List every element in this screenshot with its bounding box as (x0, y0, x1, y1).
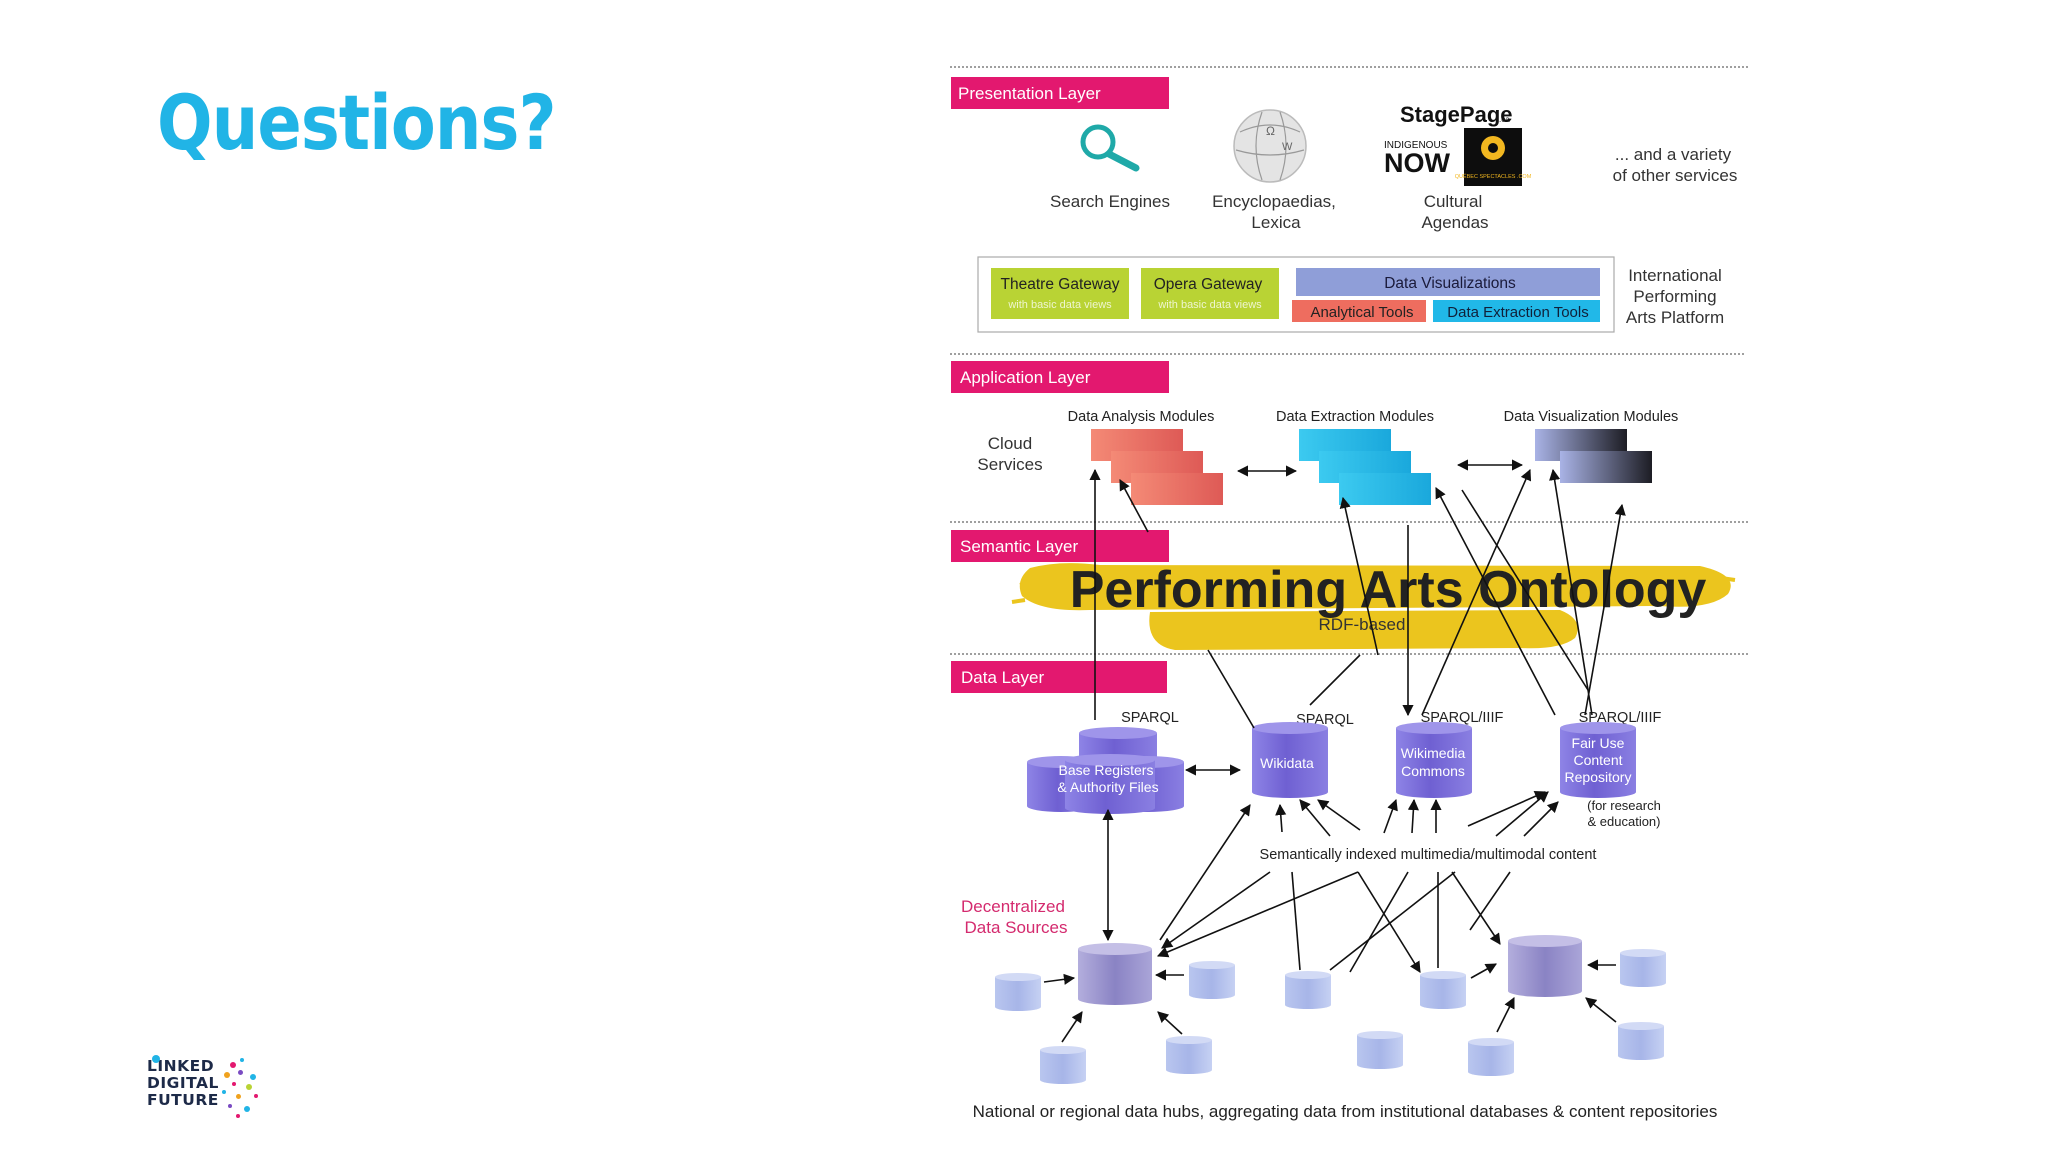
layer-header-presentation: Presentation Layer (951, 77, 1169, 109)
multimedia-label: Semantically indexed multimedia/multimod… (1260, 847, 1597, 863)
encyclopedia-label-line2: Lexica (1251, 213, 1301, 232)
layer-separators (950, 66, 1750, 655)
hub-database-icon-left (1078, 943, 1152, 1005)
decentralized-line1: Decentralized (961, 897, 1065, 916)
svg-text:INDIGENOUS: INDIGENOUS (1384, 140, 1448, 151)
svg-text:Ω: Ω (1266, 124, 1275, 138)
svg-text:Data Visualizations: Data Visualizations (1384, 275, 1516, 292)
quebec-spectacles-logo: QUÉBEC SPECTACLES .COM (1455, 128, 1532, 186)
encyclopedia-label-line1: Encyclopaedias, (1212, 192, 1336, 211)
layer-header-semantic: Semantic Layer (951, 530, 1169, 562)
linked-digital-future-logo: LINKED DIGITAL FUTURE (147, 1058, 219, 1109)
svg-text:Data Layer: Data Layer (961, 668, 1044, 687)
layer-header-application: Application Layer (951, 361, 1169, 393)
svg-text:.ca: .ca (1499, 115, 1510, 124)
sparql-iiif-label-1: SPARQL/IIIF (1421, 710, 1504, 726)
platform-label-line3: Arts Platform (1626, 308, 1724, 327)
svg-text:Data Extraction Tools: Data Extraction Tools (1447, 304, 1588, 321)
layer-header-data: Data Layer (951, 661, 1167, 693)
source-database-icons (995, 949, 1666, 1084)
ontology-title: Performing Arts Ontology (1070, 561, 1707, 619)
data-extraction-tools-button[interactable]: Data Extraction Tools (1433, 300, 1600, 322)
svg-text:Presentation Layer: Presentation Layer (958, 84, 1101, 103)
wikidata-label: Wikidata (1260, 755, 1314, 771)
fair-use-line1: Fair Use (1572, 735, 1625, 751)
svg-text:StagePage: StagePage (1400, 102, 1513, 127)
logo-blue-dot-icon (152, 1055, 160, 1063)
logo-line-2: DIGITAL (147, 1074, 219, 1092)
cloud-services-line2: Services (977, 455, 1042, 474)
base-registers-line2: & Authority Files (1057, 779, 1158, 795)
sparql-iiif-label-2: SPARQL/IIIF (1579, 710, 1662, 726)
logo-dots-icon (220, 1058, 264, 1120)
svg-text:W: W (1282, 141, 1293, 153)
cultural-agendas-line1: Cultural (1424, 192, 1483, 211)
svg-text:Theatre Gateway: Theatre Gateway (1001, 276, 1120, 293)
extraction-module-stack-icon (1299, 429, 1431, 505)
svg-text:Semantic Layer: Semantic Layer (960, 537, 1078, 556)
connection-arrows (1043, 459, 1626, 1043)
ontology-subtitle: RDF-based (1319, 615, 1406, 634)
indigenous-now-logo: INDIGENOUS NOW (1384, 140, 1451, 178)
other-services-line1: ... and a variety (1615, 145, 1732, 164)
base-registers-database-icon (1027, 727, 1184, 814)
ontology-brush (1011, 563, 1736, 650)
platform-label-line2: Performing (1633, 287, 1716, 306)
fair-use-line2: Content (1573, 752, 1622, 768)
wikimedia-commons-line1: Wikimedia (1401, 745, 1466, 761)
fair-use-line3: Repository (1565, 769, 1632, 785)
extraction-modules-label: Data Extraction Modules (1276, 409, 1434, 425)
footer-caption: National or regional data hubs, aggregat… (973, 1102, 1718, 1121)
stagepage-logo: StagePage .ca (1400, 102, 1513, 127)
svg-text:with basic data views: with basic data views (1007, 299, 1112, 311)
other-services-line2: of other services (1613, 166, 1738, 185)
search-engines-label: Search Engines (1050, 192, 1170, 211)
platform-label-line1: International (1628, 266, 1722, 285)
wikidata-database-icon (1252, 722, 1328, 798)
architecture-diagram: Presentation Layer Application Layer Sem… (950, 66, 1750, 1121)
theatre-gateway-button[interactable]: Theatre Gateway with basic data views (991, 268, 1129, 319)
logo-line-1: LINKED (147, 1057, 215, 1075)
svg-text:QUÉBEC SPECTACLES .COM: QUÉBEC SPECTACLES .COM (1455, 173, 1532, 180)
fair-use-note-line1: (for research (1587, 798, 1661, 813)
svg-text:with basic data views: with basic data views (1157, 299, 1262, 311)
wikipedia-globe-icon: Ω W (1233, 109, 1307, 183)
analysis-module-stack-icon (1091, 429, 1223, 505)
svg-text:Analytical Tools: Analytical Tools (1310, 304, 1413, 321)
fair-use-note-line2: & education) (1588, 814, 1661, 829)
base-registers-line1: Base Registers (1059, 762, 1154, 778)
sparql-label-1: SPARQL (1121, 710, 1179, 726)
analytical-tools-button[interactable]: Analytical Tools (1292, 300, 1426, 322)
data-visualizations-button[interactable]: Data Visualizations (1296, 268, 1600, 296)
fair-use-repository-database-icon (1560, 722, 1636, 798)
visualization-module-stack-icon (1535, 429, 1652, 483)
analysis-modules-label: Data Analysis Modules (1068, 409, 1215, 425)
decentralized-line2: Data Sources (965, 918, 1068, 937)
logo-line-3: FUTURE (147, 1091, 219, 1109)
opera-gateway-button[interactable]: Opera Gateway with basic data views (1141, 268, 1279, 319)
slide-title: Questions? (157, 78, 556, 167)
cultural-agendas-line2: Agendas (1421, 213, 1488, 232)
wikimedia-commons-database-icon (1396, 722, 1472, 798)
cloud-services-line1: Cloud (988, 434, 1032, 453)
hub-database-icon-right (1508, 935, 1582, 997)
svg-text:NOW: NOW (1384, 148, 1451, 178)
visualization-modules-label: Data Visualization Modules (1504, 409, 1679, 425)
svg-text:Application Layer: Application Layer (960, 368, 1091, 387)
wikimedia-commons-line2: Commons (1401, 763, 1465, 779)
svg-text:Opera Gateway: Opera Gateway (1154, 276, 1263, 293)
magnifier-icon (1080, 124, 1140, 172)
